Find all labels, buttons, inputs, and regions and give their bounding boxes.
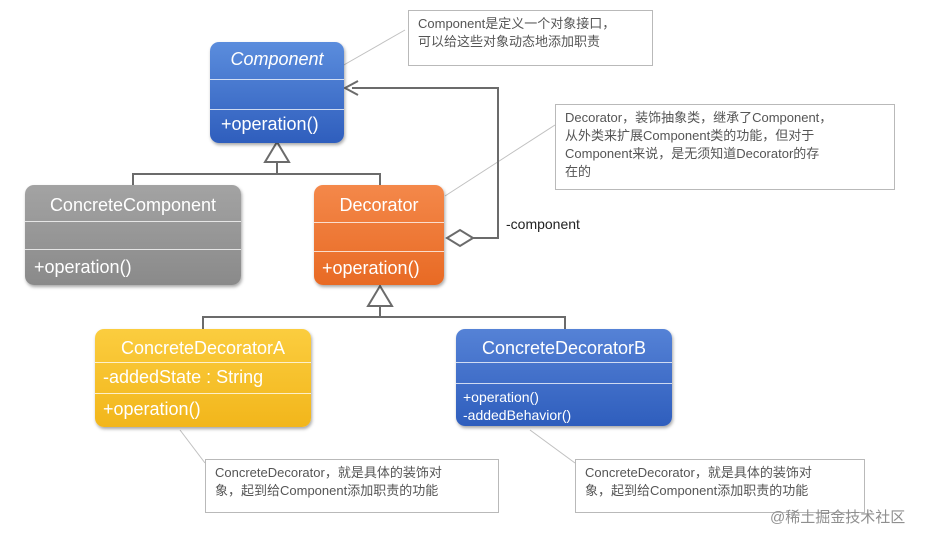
class-decorator: Decorator +operation()	[314, 185, 444, 285]
note-line: 在的	[565, 164, 592, 179]
note-line: 象，起到给Component添加职责的功能	[585, 483, 809, 498]
class-method-concrete-decorator-b: -addedBehavior()	[463, 407, 572, 423]
note-line: 可以给这些对象动态地添加职责	[418, 34, 601, 49]
class-method-concrete-decorator-b: +operation()	[463, 389, 539, 405]
class-name-decorator: Decorator	[339, 195, 419, 215]
class-method-concrete-decorator-a: +operation()	[103, 399, 201, 419]
note-line: Component来说，是无须知道Decorator的存	[565, 146, 820, 161]
inheritance-arrow-decorator	[366, 284, 394, 307]
note-line: 象，起到给Component添加职责的功能	[215, 483, 439, 498]
class-divider	[314, 222, 444, 223]
class-component: Component +operation()	[210, 42, 344, 143]
class-attribute-concrete-decorator-a: -addedState : String	[103, 367, 264, 387]
class-name-concrete-decorator-a: ConcreteDecoratorA	[120, 338, 286, 358]
aggregation-diamond	[445, 228, 475, 248]
class-divider	[25, 221, 241, 222]
association-label: -component	[506, 216, 580, 232]
class-method-component: +operation()	[221, 114, 319, 134]
inheritance-arrow-component	[263, 140, 291, 163]
class-name-concrete-component: ConcreteComponent	[49, 195, 217, 215]
class-divider	[95, 393, 311, 394]
class-divider	[456, 383, 672, 384]
class-concrete-component: ConcreteComponent +operation()	[25, 185, 241, 285]
note-line: Component是定义一个对象接口，	[418, 16, 616, 31]
note-decorator: Decorator，装饰抽象类，继承了Component， 从外类来扩展Comp…	[555, 104, 895, 190]
note-leader-component	[334, 29, 406, 71]
note-decorator-b: ConcreteDecorator，就是具体的装饰对 象，起到给Componen…	[575, 459, 865, 513]
note-leader-decorator-a	[179, 429, 206, 464]
watermark: @稀土掘金技术社区	[770, 509, 906, 526]
class-divider	[210, 109, 344, 110]
note-line: 从外类来扩展Component类的功能，但对于	[565, 128, 815, 143]
inheritance-line-component	[132, 162, 381, 185]
note-line: Decorator，装饰抽象类，继承了Component，	[565, 110, 833, 125]
class-divider	[25, 249, 241, 250]
class-divider	[456, 362, 672, 363]
note-component: Component是定义一个对象接口， 可以给这些对象动态地添加职责	[408, 10, 653, 66]
class-divider	[95, 362, 311, 363]
note-decorator-a: ConcreteDecorator，就是具体的装饰对 象，起到给Componen…	[205, 459, 499, 513]
note-line: ConcreteDecorator，就是具体的装饰对	[215, 465, 442, 480]
class-divider	[210, 79, 344, 80]
note-leader-decorator	[444, 124, 556, 197]
note-line: ConcreteDecorator，就是具体的装饰对	[585, 465, 812, 480]
aggregation-line	[352, 87, 499, 239]
class-name-component: Component	[230, 49, 324, 69]
note-leader-decorator-b	[529, 429, 576, 464]
class-concrete-decorator-a: ConcreteDecoratorA -addedState : String …	[95, 329, 311, 427]
class-divider	[314, 251, 444, 252]
class-method-concrete-component: +operation()	[34, 257, 132, 277]
class-name-concrete-decorator-b: ConcreteDecoratorB	[481, 338, 647, 358]
class-method-decorator: +operation()	[322, 258, 420, 278]
inheritance-line-decorator	[202, 306, 566, 329]
class-concrete-decorator-b: ConcreteDecoratorB +operation() -addedBe…	[456, 329, 672, 426]
aggregation-arrowhead	[342, 80, 359, 96]
